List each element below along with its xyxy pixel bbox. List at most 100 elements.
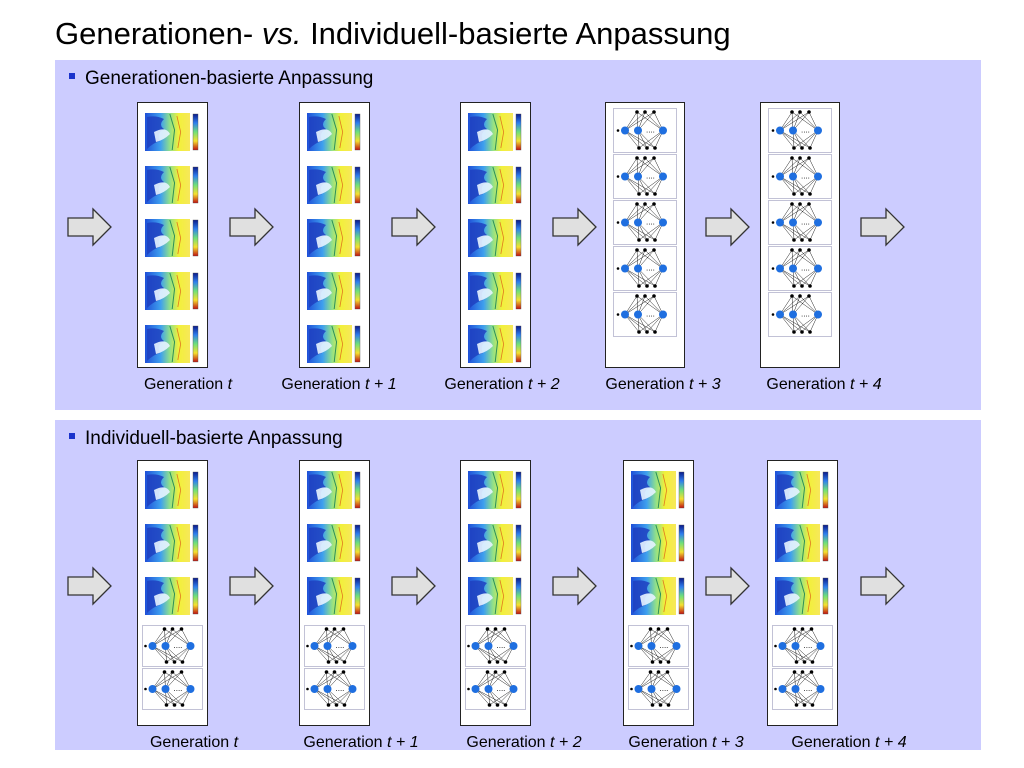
heatmap-thumbnail: [630, 575, 687, 622]
network-thumbnail: ....: [304, 625, 365, 672]
generation-label-text: Generation: [791, 734, 876, 751]
network-thumbnail: ....: [768, 200, 832, 250]
heatmap-thumbnail: [467, 575, 524, 622]
generation-column: ........: [299, 460, 370, 726]
network-thumbnail: ....: [613, 108, 677, 158]
network-thumbnail: ....: [465, 668, 526, 715]
generation-label-index: t + 4: [850, 376, 882, 393]
heatmap-thumbnail: [144, 217, 201, 264]
generation-label: Generation t + 1: [264, 376, 414, 394]
generation-label: Generation t + 4: [774, 734, 924, 752]
svg-text:....: ....: [660, 641, 669, 650]
network-thumbnail: ....: [768, 154, 832, 204]
heatmap-thumbnail: [144, 575, 201, 622]
generation-column: ....................: [605, 102, 685, 368]
generation-column: [137, 102, 208, 368]
generation-label-text: Generation: [143, 376, 228, 393]
generation-label: Generation t + 2: [449, 734, 599, 752]
heatmap-thumbnail: [306, 575, 363, 622]
heatmap-thumbnail: [774, 522, 831, 569]
network-thumbnail: ....: [772, 625, 833, 672]
heatmap-thumbnail: [144, 469, 201, 516]
svg-text:....: ....: [804, 684, 813, 693]
network-thumbnail: ....: [768, 292, 832, 342]
flow-arrow-icon: [860, 207, 906, 252]
slide-title: Generationen- vs. Individuell-basierte A…: [55, 16, 731, 52]
generation-label-text: Generation: [466, 734, 551, 751]
title-prefix: Generationen-: [55, 16, 254, 51]
svg-text:....: ....: [646, 126, 655, 135]
network-thumbnail: ....: [613, 154, 677, 204]
heatmap-thumbnail: [144, 111, 201, 158]
heatmap-thumbnail: [467, 469, 524, 516]
network-thumbnail: ....: [613, 292, 677, 342]
svg-text:....: ....: [646, 172, 655, 181]
generation-label: Generation t: [119, 734, 269, 752]
heatmap-thumbnail: [467, 522, 524, 569]
generation-label-index: t + 1: [365, 376, 397, 393]
flow-arrow-icon: [67, 566, 113, 611]
generation-label-index: t + 3: [712, 734, 744, 751]
section-individual-based: Individuell-basierte Anpassung: [55, 420, 981, 752]
generation-label-index: t + 3: [689, 376, 721, 393]
heatmap-thumbnail: [467, 217, 524, 264]
svg-text:....: ....: [497, 684, 506, 693]
svg-text:....: ....: [801, 172, 810, 181]
heatmap-thumbnail: [144, 522, 201, 569]
svg-text:....: ....: [646, 310, 655, 319]
section-heading-text: Generationen-basierte Anpassung: [85, 68, 374, 89]
generation-label-index: t: [227, 376, 233, 393]
section-heading: Generationen-basierte Anpassung: [69, 68, 373, 90]
title-suffix: Individuell-basierte Anpassung: [310, 16, 731, 51]
generation-label: Generation t + 3: [588, 376, 738, 394]
svg-text:....: ....: [336, 684, 345, 693]
heatmap-thumbnail: [144, 270, 201, 317]
network-thumbnail: ....: [768, 108, 832, 158]
flow-arrow-icon: [391, 566, 437, 611]
network-thumbnail: ....: [613, 200, 677, 250]
svg-text:....: ....: [660, 684, 669, 693]
heatmap-thumbnail: [306, 270, 363, 317]
generation-label-index: t + 2: [550, 734, 582, 751]
svg-text:....: ....: [804, 641, 813, 650]
generation-label-text: Generation: [444, 376, 529, 393]
network-thumbnail: ....: [628, 625, 689, 672]
flow-arrow-icon: [229, 566, 275, 611]
heatmap-thumbnail: [306, 323, 363, 370]
generation-label: Generation t + 3: [611, 734, 761, 752]
heatmap-thumbnail: [306, 469, 363, 516]
flow-arrow-icon: [705, 566, 751, 611]
svg-text:....: ....: [174, 684, 183, 693]
title-vs: vs.: [261, 16, 302, 51]
svg-text:....: ....: [646, 218, 655, 227]
network-thumbnail: ....: [613, 246, 677, 296]
flow-arrow-icon: [391, 207, 437, 252]
heatmap-thumbnail: [630, 522, 687, 569]
svg-text:....: ....: [497, 641, 506, 650]
section-heading: Individuell-basierte Anpassung: [69, 428, 343, 450]
heatmap-thumbnail: [306, 164, 363, 211]
svg-text:....: ....: [646, 264, 655, 273]
network-thumbnail: ....: [628, 668, 689, 715]
generation-label: Generation t + 1: [286, 734, 436, 752]
heatmap-thumbnail: [144, 323, 201, 370]
flow-arrow-icon: [552, 207, 598, 252]
generation-column: ....................: [760, 102, 840, 368]
flow-arrow-icon: [229, 207, 275, 252]
heatmap-thumbnail: [467, 270, 524, 317]
heatmap-thumbnail: [467, 323, 524, 370]
heatmap-thumbnail: [306, 111, 363, 158]
svg-text:....: ....: [801, 310, 810, 319]
heatmap-thumbnail: [467, 164, 524, 211]
flow-arrow-icon: [860, 566, 906, 611]
svg-text:....: ....: [801, 218, 810, 227]
network-thumbnail: ....: [304, 668, 365, 715]
generation-column: ........: [460, 460, 531, 726]
network-thumbnail: ....: [768, 246, 832, 296]
heatmap-thumbnail: [306, 217, 363, 264]
network-thumbnail: ....: [465, 625, 526, 672]
network-thumbnail: ....: [772, 668, 833, 715]
heatmap-thumbnail: [630, 469, 687, 516]
generation-column: ........: [137, 460, 208, 726]
bullet-icon: [69, 72, 75, 79]
